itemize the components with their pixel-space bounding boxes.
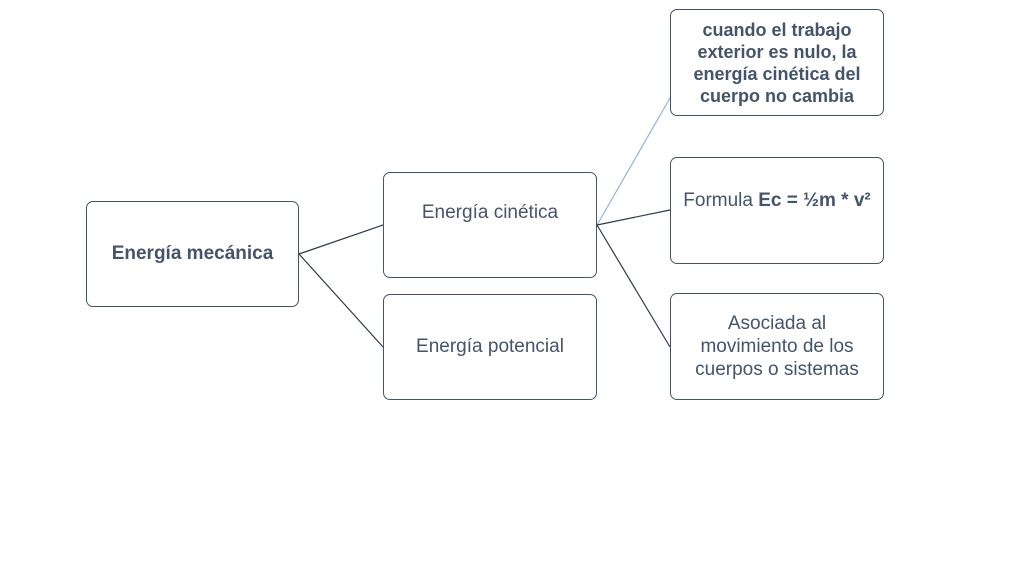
node-label: Energía mecánica xyxy=(111,243,274,264)
node-energia-mecanica: Energía mecánica xyxy=(86,201,299,307)
node-label: cuando el trabajo exterior es nulo, la e… xyxy=(693,19,861,106)
connector-cinetica-formula xyxy=(596,209,671,226)
node-label: Energía cinética xyxy=(421,202,559,223)
node-label: Formula Ec = ½m * v² xyxy=(683,190,870,212)
node-asociada-movimiento: Asociada al movimiento de los cuerpos o … xyxy=(670,293,884,400)
connector-root-potencial xyxy=(298,253,384,348)
node-energia-potencial: Energía potencial xyxy=(383,294,597,400)
node-label: Asociada al movimiento de los cuerpos o … xyxy=(695,313,859,380)
node-formula: Formula Ec = ½m * v² xyxy=(670,157,884,264)
node-trabajo-exterior: cuando el trabajo exterior es nulo, la e… xyxy=(670,9,884,116)
formula-expression: Ec = ½m * v² xyxy=(758,189,871,211)
connector-cinetica-trabajo xyxy=(596,97,671,226)
formula-prefix: Formula xyxy=(683,189,759,211)
connector-root-cinetica xyxy=(298,224,384,255)
connector-cinetica-asociada xyxy=(596,224,671,348)
node-label: Energía potencial xyxy=(416,336,564,357)
node-energia-cinetica: Energía cinética xyxy=(383,172,597,278)
